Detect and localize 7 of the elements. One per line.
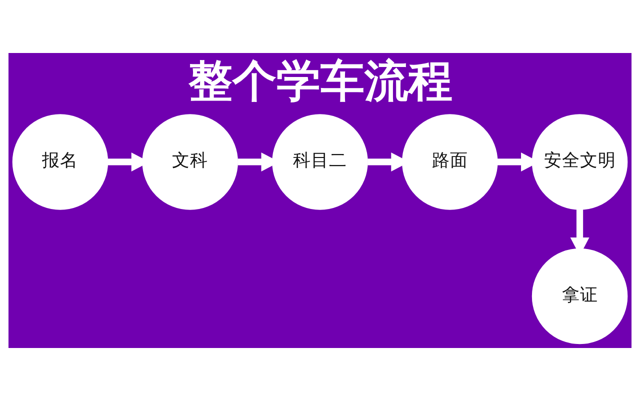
- node-circle: 科目二: [272, 114, 368, 210]
- node-circle: 路面: [402, 114, 498, 210]
- diagram-title: 整个学车流程: [188, 55, 452, 106]
- node-circle: 拿证: [532, 248, 628, 344]
- node-circle: 文科: [142, 114, 238, 210]
- node-circle: 报名: [12, 114, 108, 210]
- node-circle: 安全文明: [532, 114, 628, 210]
